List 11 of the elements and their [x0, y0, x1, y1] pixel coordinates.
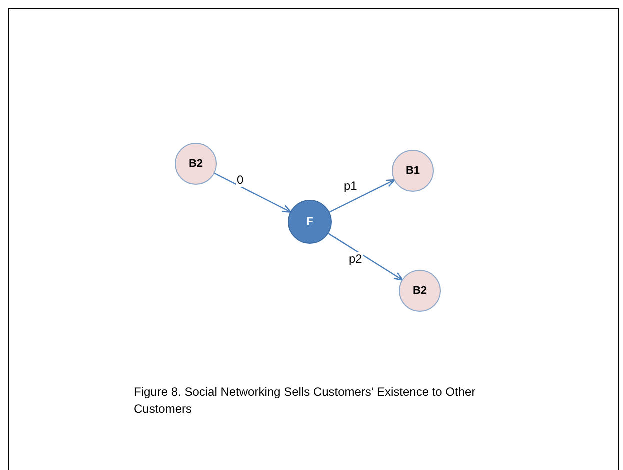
- arrow: [328, 233, 404, 281]
- edge-label: p2: [348, 252, 364, 266]
- circle-node: B2: [399, 270, 441, 312]
- arrow: [329, 179, 396, 213]
- circle-node: F: [288, 200, 332, 244]
- figure-caption: Figure 8. Social Networking Sells Customers’ Existence to Other Customers: [134, 384, 477, 418]
- circle-node: B1: [392, 150, 434, 192]
- edge-label: p1: [343, 179, 358, 193]
- circle-node: B2: [175, 143, 217, 185]
- arrow: [214, 172, 292, 214]
- edge-label: 0: [236, 173, 245, 187]
